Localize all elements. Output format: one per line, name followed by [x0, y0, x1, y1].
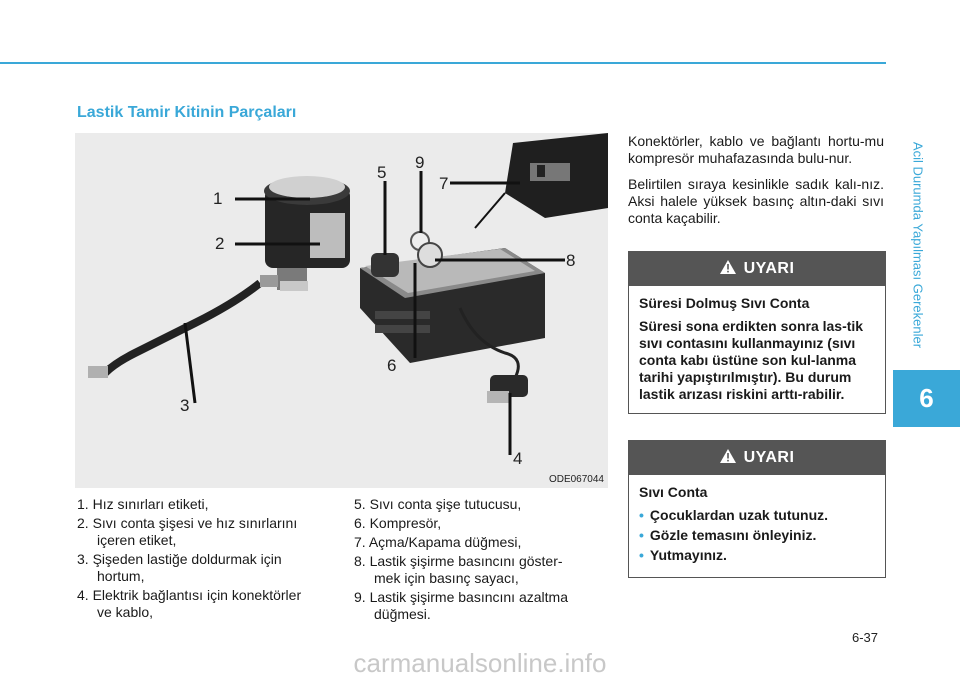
warning-bullet: •Gözle temasını önleyiniz. [639, 527, 817, 543]
body-text: Konektörler, kablo ve bağlantı hortu-mu … [628, 133, 884, 236]
callout-7: 7 [439, 174, 449, 193]
side-tab-text: Acil Durumda Yapılması Gerekenler [910, 141, 926, 349]
watermark: carmanualsonline.info [353, 648, 607, 678]
callout-6: 6 [387, 356, 397, 375]
warning-bullet: •Çocuklardan uzak tutunuz. [639, 507, 829, 523]
warning-header: UYARI [629, 441, 885, 475]
list-item: 1. Hız sınırları etiketi, [77, 496, 209, 512]
warning-bullet: •Yutmayınız. [639, 547, 727, 563]
repair-kit-illustration [88, 133, 608, 455]
warning-triangle-icon [719, 448, 736, 468]
warning-body: Sıvı Conta •Çocuklardan uzak tutunuz. •G… [629, 475, 885, 577]
callout-4: 4 [513, 449, 523, 468]
chapter-number: 6 [893, 370, 960, 427]
warning-triangle-icon [719, 259, 736, 279]
callout-1: 1 [213, 189, 223, 208]
section-title: Lastik Tamir Kitinin Parçaları [77, 104, 297, 121]
paragraph-connectors: Konektörler, kablo ve bağlantı hortu-mu … [628, 133, 884, 166]
warning-header-text: UYARI [743, 260, 795, 277]
list-item: 5. Sıvı conta şişe tutucusu, [354, 496, 522, 512]
repair-kit-figure: 1 2 3 4 5 6 7 8 9 ODE067044 [75, 133, 608, 488]
warning-title: Sıvı Conta [639, 484, 708, 500]
list-item: 6. Kompresör, [354, 515, 442, 531]
warning-box-expired: UYARI Süresi Dolmuş Sıvı Conta Süresi so… [628, 251, 886, 414]
callout-3: 3 [180, 396, 190, 415]
warning-box-sealant: UYARI Sıvı Conta •Çocuklardan uzak tutun… [628, 440, 886, 578]
list-item: 8. Lastik şişirme basıncını göster-mek i… [354, 553, 563, 586]
side-tab-label: Acil Durumda Yapılması Gerekenler [893, 120, 943, 370]
callout-2: 2 [215, 234, 225, 253]
warning-body: Süresi Dolmuş Sıvı Conta Süresi sona erd… [629, 286, 885, 413]
figure-code: ODE067044 [548, 474, 604, 485]
callout-8: 8 [566, 251, 576, 270]
header-rule [0, 62, 886, 64]
parts-list-right: 5. Sıvı conta şişe tutucusu, 6. Kompresö… [354, 496, 609, 625]
parts-list-left: 1. Hız sınırları etiketi, 2. Sıvı conta … [77, 496, 332, 623]
page-number: 6-37 [852, 630, 879, 645]
list-item: 7. Açma/Kapama düğmesi, [354, 534, 522, 550]
warning-header: UYARI [629, 252, 885, 286]
warning-text: Süresi sona erdikten sonra las-tik sıvı … [639, 318, 864, 402]
warning-header-text: UYARI [743, 449, 795, 466]
callout-9: 9 [415, 153, 425, 172]
warning-title: Süresi Dolmuş Sıvı Conta [639, 295, 810, 311]
paragraph-sequence: Belirtilen sıraya kesinlikle sadık kalı-… [628, 176, 884, 226]
callout-5: 5 [377, 163, 387, 182]
